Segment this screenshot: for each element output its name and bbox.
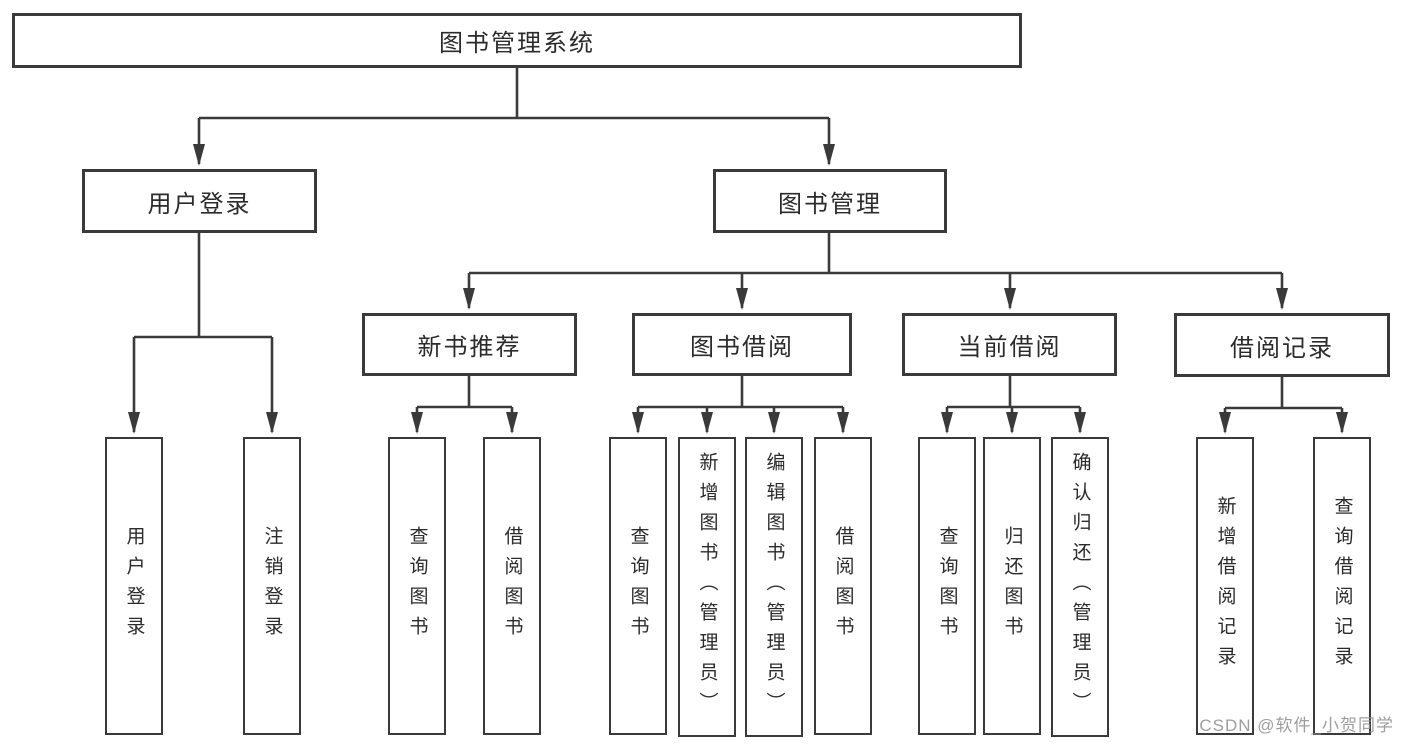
node-label: 注销登录: [261, 526, 283, 646]
connector-book-borrow-to-leaves: [632, 376, 849, 434]
connector-user-login-to-leaves: [128, 233, 278, 434]
leaf-logout: 注销登录: [243, 437, 301, 735]
node-label: 归还图书: [1001, 526, 1023, 646]
node-label: 借阅图书: [832, 526, 854, 646]
node-label: 用户登录: [147, 190, 252, 218]
node-label: 图书管理系统: [439, 30, 595, 57]
node-label: 查询借阅记录: [1331, 496, 1353, 676]
leaf-borrow-books-newbook: 借阅图书: [483, 437, 541, 735]
node-book-borrowing: 图书借阅: [632, 313, 852, 376]
node-label: 图书借阅: [690, 334, 794, 361]
node-label: 当前借阅: [957, 334, 1062, 361]
csdn-watermark: CSDN @软件_小贺同学: [1199, 716, 1394, 735]
connector-root-to-level2: [193, 68, 835, 166]
leaf-add-book-admin: 新增图书（管理员）: [678, 437, 736, 737]
connector-new-book-to-leaves: [411, 376, 518, 434]
node-label: 图书管理: [778, 190, 882, 218]
node-book-management: 图书管理: [713, 169, 947, 233]
node-book-management-system: 图书管理系统: [12, 13, 1022, 68]
node-label: 查询图书: [936, 526, 958, 646]
node-new-book-recommendation: 新书推荐: [362, 313, 577, 376]
node-label: 查询图书: [627, 526, 649, 646]
node-label: 确认归还（管理员）: [1069, 452, 1091, 722]
leaf-return-book: 归还图书: [983, 437, 1041, 735]
node-label: 借阅图书: [501, 526, 523, 646]
node-label: 新增借阅记录: [1214, 496, 1236, 676]
leaf-query-books-newbook: 查询图书: [388, 437, 446, 735]
connector-current-borrow-to-leaves: [941, 376, 1086, 434]
leaf-query-books-current: 查询图书: [918, 437, 976, 735]
connector-borrow-records-to-leaves: [1219, 377, 1348, 434]
node-label: 借阅记录: [1230, 334, 1334, 362]
node-label: 编辑图书（管理员）: [763, 452, 785, 722]
leaf-confirm-return-admin: 确认归还（管理员）: [1051, 437, 1109, 737]
leaf-edit-book-admin: 编辑图书（管理员）: [745, 437, 803, 737]
leaf-add-borrow-record: 新增借阅记录: [1196, 437, 1254, 735]
node-user-login: 用户登录: [82, 169, 317, 233]
leaf-query-books-borrowing: 查询图书: [609, 437, 667, 735]
leaf-query-borrow-record: 查询借阅记录: [1313, 437, 1371, 735]
node-label: 新书推荐: [417, 334, 522, 361]
node-label: 新增图书（管理员）: [696, 452, 718, 722]
leaf-user-login: 用户登录: [105, 437, 163, 735]
node-label: 查询图书: [406, 526, 428, 646]
leaf-borrow-books-borrowing: 借阅图书: [814, 437, 872, 735]
connector-book-management-to-level3: [463, 233, 1288, 310]
node-current-borrowing: 当前借阅: [902, 313, 1117, 376]
node-borrow-records: 借阅记录: [1174, 313, 1390, 377]
node-label: 用户登录: [123, 526, 145, 646]
